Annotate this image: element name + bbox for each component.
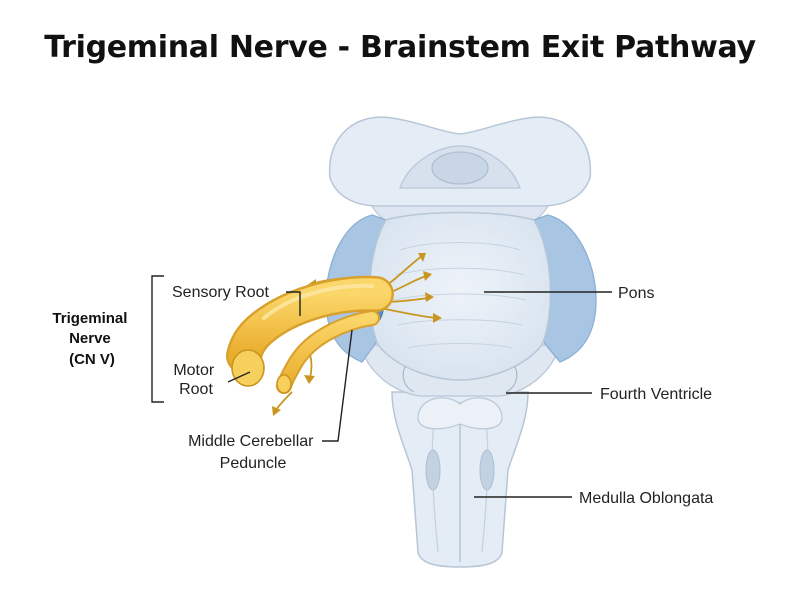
middle-cerebellar-peduncle-label: Middle Cerebellar Peduncle [188,433,318,472]
leader-mcp [322,329,353,442]
leader-sensory-root [286,291,301,316]
pons [368,211,552,381]
mcp-label-line2: Peduncle [220,455,287,472]
mcp-label-line1: Middle Cerebellar [188,433,314,450]
medulla-oblongata-label: Medulla Oblongata [579,490,713,507]
leader-motor-root [227,371,251,383]
medulla-oblongata [391,391,529,568]
trigeminal-bracket [151,275,164,403]
motor-root-label: Motor Root [173,362,218,398]
motor-root [276,310,380,394]
sensory-root-label: Sensory Root [172,284,269,301]
fourth-ventricle-label: Fourth Ventricle [600,386,712,403]
trigeminal-label-line3: (CN V) [69,351,115,368]
trigeminal-nerve-label: Trigeminal Nerve (CN V) [52,310,131,368]
motor-root-label-line2: Root [179,381,213,398]
trigeminal-label-line1: Trigeminal [52,310,127,327]
pons-label: Pons [618,285,654,302]
trigeminal-label-line2: Nerve [69,330,111,347]
motor-root-label-line1: Motor [173,362,215,379]
diagram-title: Trigeminal Nerve - Brainstem Exit Pathwa… [44,30,756,65]
